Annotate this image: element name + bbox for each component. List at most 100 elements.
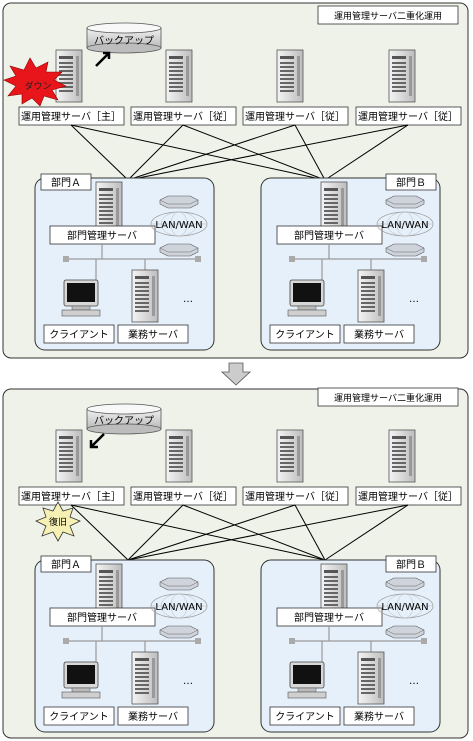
department-a: 部門Ａ 部門管理サーバ LAN/WAN … クライアント 業務サーバ: [34, 555, 215, 733]
department-a: 部門Ａ 部門管理サーバ LAN/WAN … クライアント 業務サーバ: [34, 173, 215, 351]
business-server-icon: [357, 269, 385, 323]
lan-lines: [66, 626, 198, 664]
server-icon: [388, 49, 416, 103]
client-label: クライアント: [49, 711, 109, 723]
business-label: 業務サーバ: [128, 710, 178, 723]
server-label: 運用管理サーバ［主］: [21, 490, 121, 503]
backup-label: バックアップ: [94, 415, 154, 427]
manager-label: 部門管理サーバ: [294, 611, 364, 624]
server-label: 運用管理サーバ［主］: [21, 110, 121, 123]
department-name-box: [385, 555, 437, 573]
backup-arrow-icon: [95, 51, 111, 67]
server-label: 運用管理サーバ［従］: [133, 110, 233, 123]
client-pc-icon: [287, 661, 327, 699]
network-label: LAN/WAN: [381, 220, 428, 231]
ellipsis: …: [183, 676, 193, 687]
server-label: 運用管理サーバ［従］: [358, 490, 458, 503]
server-label: 運用管理サーバ［従］: [245, 490, 345, 503]
client-pc-icon: [287, 279, 327, 317]
business-label-box: [117, 706, 189, 726]
department-name: 部門Ｂ: [396, 558, 426, 571]
panel-before: 運用管理サーバ二重化運用 バックアップ ダウン 運用管理サーバ［主］ 運用管理サ…: [2, 2, 469, 359]
client-label: クライアント: [275, 711, 335, 723]
client-label: クライアント: [49, 329, 109, 341]
backup-database-icon: [86, 403, 162, 435]
department-b: 部門Ｂ 部門管理サーバ LAN/WAN … クライアント 業務サーバ: [260, 173, 441, 351]
router-icon: [385, 243, 425, 257]
department-b: 部門Ｂ 部門管理サーバ LAN/WAN … クライアント 業務サーバ: [260, 555, 441, 733]
router-icon: [159, 195, 199, 209]
backup-arrow-icon: [89, 433, 105, 449]
manager-label: 部門管理サーバ: [67, 611, 137, 624]
server-icon: [55, 429, 83, 483]
server-icon: [165, 49, 193, 103]
business-label: 業務サーバ: [354, 710, 404, 723]
router-icon: [385, 577, 425, 591]
department-name: 部門Ａ: [51, 176, 81, 189]
business-server-icon: [357, 651, 385, 705]
client-pc-icon: [61, 279, 101, 317]
network-label: LAN/WAN: [155, 220, 202, 231]
client-label-box: [43, 706, 115, 726]
server-icon: [55, 49, 83, 103]
lan-terminator: [289, 638, 295, 644]
business-label-box: [343, 706, 415, 726]
ellipsis: …: [183, 294, 193, 305]
department-name: 部門Ｂ: [396, 176, 426, 189]
network-label: LAN/WAN: [381, 602, 428, 613]
department-name: 部門Ａ: [51, 558, 81, 571]
lan-terminator: [195, 256, 201, 262]
panel-title-box: [317, 5, 459, 25]
backup-label: バックアップ: [94, 35, 154, 47]
department-name-box: [385, 173, 437, 191]
server-label: 運用管理サーバ［従］: [358, 110, 458, 123]
router-icon: [385, 625, 425, 639]
client-label: クライアント: [275, 329, 335, 341]
lan-terminator: [421, 256, 427, 262]
lan-terminator: [63, 638, 69, 644]
client-pc-icon: [61, 661, 101, 699]
ellipsis: …: [409, 676, 419, 687]
business-server-icon: [131, 269, 159, 323]
server-label-box: [355, 106, 462, 126]
server-label: 運用管理サーバ［従］: [133, 490, 233, 503]
server-icon: [276, 49, 304, 103]
lan-terminator: [63, 256, 69, 262]
client-label-box: [269, 324, 341, 344]
panel-title-box: [317, 387, 459, 407]
panel-after: 運用管理サーバ二重化運用 バックアップ 運用管理サーバ［主］ 運用管理サーバ［従…: [2, 387, 469, 739]
client-label-box: [43, 324, 115, 344]
down-burst-label: ダウン: [24, 80, 51, 92]
lan-terminator: [421, 638, 427, 644]
client-label-box: [269, 706, 341, 726]
down-burst-icon: [3, 57, 67, 107]
server-icon: [388, 429, 416, 483]
server-icon: [165, 429, 193, 483]
ellipsis: …: [409, 294, 419, 305]
panel-title: 運用管理サーバ二重化運用: [334, 392, 442, 404]
router-icon: [159, 577, 199, 591]
connection-lines: [70, 124, 409, 181]
panel-title: 運用管理サーバ二重化運用: [334, 10, 442, 22]
server-label: 運用管理サーバ［従］: [245, 110, 345, 123]
business-label: 業務サーバ: [128, 328, 178, 341]
router-icon: [159, 625, 199, 639]
server-label-box: [355, 486, 462, 506]
lan-terminator: [289, 256, 295, 262]
manager-label: 部門管理サーバ: [294, 229, 364, 242]
manager-label: 部門管理サーバ: [67, 229, 137, 242]
recover-burst-icon: [35, 501, 81, 542]
department-name-box: [40, 173, 92, 191]
business-label-box: [117, 324, 189, 344]
business-label-box: [343, 324, 415, 344]
business-server-icon: [131, 651, 159, 705]
router-icon: [159, 243, 199, 257]
router-icon: [385, 195, 425, 209]
connection-lines: [70, 504, 409, 561]
network-label: LAN/WAN: [155, 602, 202, 613]
recover-burst-label: 復旧: [49, 516, 67, 528]
transition-arrow-icon: [220, 362, 252, 386]
lan-terminator: [195, 638, 201, 644]
department-name-box: [40, 555, 92, 573]
